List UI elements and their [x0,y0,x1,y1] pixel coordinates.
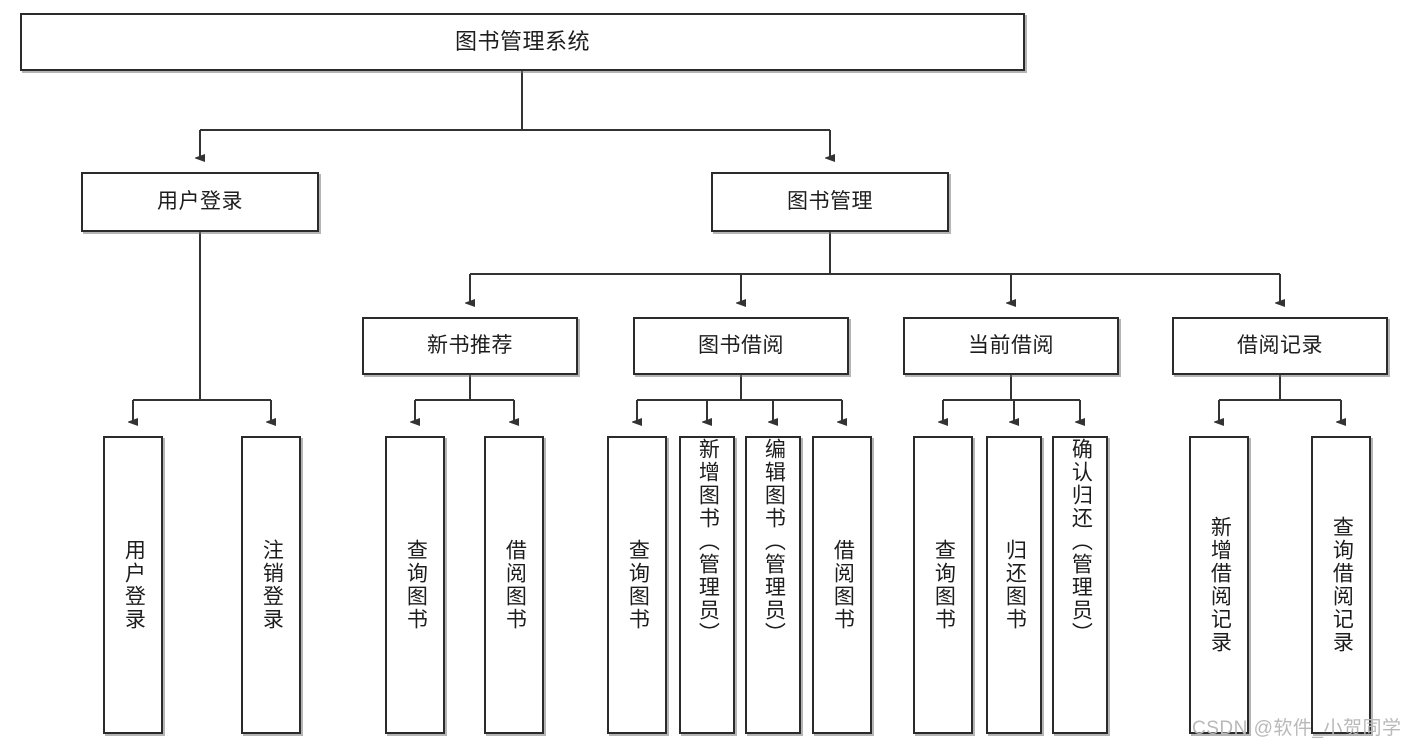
node-leaf-query-book-2[interactable]: 查询图书 [607,436,667,734]
node-leaf-user-login[interactable]: 用户登录 [103,436,163,734]
node-leaf-query-book-1-label: 查询图书 [404,539,428,631]
node-leaf-query-book-1[interactable]: 查询图书 [385,436,445,734]
node-leaf-return-book-label: 归还图书 [1003,539,1027,631]
node-leaf-query-borrow-record[interactable]: 查询借阅记录 [1311,436,1371,734]
node-current-borrow-label: 当前借阅 [968,333,1054,357]
node-leaf-confirm-return-admin[interactable]: 确认归还（管理员） [1052,436,1108,734]
node-user-login[interactable]: 用户登录 [81,172,319,232]
node-leaf-return-book[interactable]: 归还图书 [986,436,1042,734]
node-leaf-query-book-3-label: 查询图书 [932,539,956,631]
node-leaf-query-borrow-record-label: 查询借阅记录 [1330,516,1354,654]
node-book-borrow-label: 图书借阅 [698,333,784,357]
node-new-book-rec[interactable]: 新书推荐 [362,317,578,375]
node-new-book-rec-label: 新书推荐 [427,333,513,357]
node-leaf-add-book-admin-label: 新增图书（管理员） [696,438,720,645]
node-leaf-borrow-book-1[interactable]: 借阅图书 [484,436,544,734]
node-user-login-label: 用户登录 [157,189,243,213]
node-leaf-edit-book-admin[interactable]: 编辑图书（管理员） [745,436,801,734]
node-leaf-add-borrow-record[interactable]: 新增借阅记录 [1189,436,1249,734]
node-leaf-borrow-book-1-label: 借阅图书 [503,539,527,631]
node-current-borrow[interactable]: 当前借阅 [903,317,1119,375]
node-root-label: 图书管理系统 [454,29,590,55]
node-book-borrow[interactable]: 图书借阅 [633,317,849,375]
node-leaf-borrow-book-2[interactable]: 借阅图书 [812,436,872,734]
node-leaf-add-borrow-record-label: 新增借阅记录 [1208,516,1232,654]
node-borrow-record[interactable]: 借阅记录 [1172,317,1388,375]
node-leaf-user-login-label: 用户登录 [122,539,146,631]
node-leaf-add-book-admin[interactable]: 新增图书（管理员） [679,436,735,734]
node-book-manage[interactable]: 图书管理 [711,172,949,232]
node-book-manage-label: 图书管理 [787,189,873,213]
watermark: CSDN @软件_小贺同学 [1192,718,1402,739]
node-leaf-query-book-2-label: 查询图书 [626,539,650,631]
node-leaf-confirm-return-admin-label: 确认归还（管理员） [1069,438,1093,645]
node-leaf-user-logout[interactable]: 注销登录 [241,436,301,734]
node-root[interactable]: 图书管理系统 [20,13,1025,71]
node-borrow-record-label: 借阅记录 [1237,333,1323,357]
node-leaf-user-logout-label: 注销登录 [260,539,284,631]
node-leaf-edit-book-admin-label: 编辑图书（管理员） [762,438,786,645]
node-leaf-borrow-book-2-label: 借阅图书 [831,539,855,631]
node-leaf-query-book-3[interactable]: 查询图书 [913,436,973,734]
